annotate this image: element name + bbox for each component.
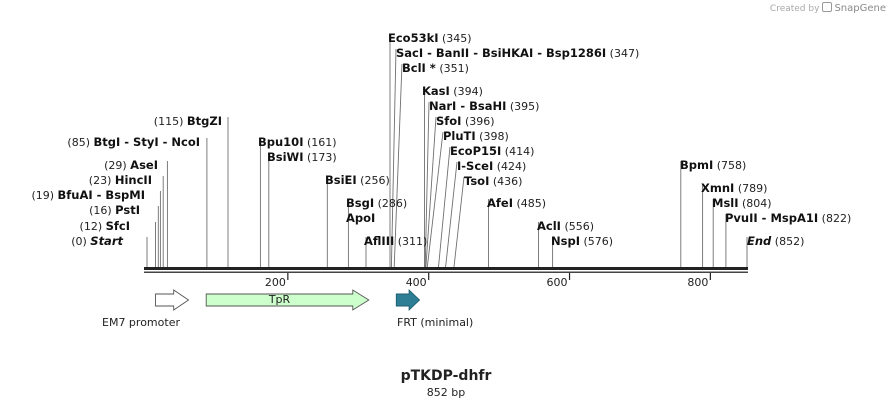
- site-label-nari-bsahi[interactable]: NarI - BsaHI (395): [429, 99, 539, 113]
- site-line-saci-banii-bsihkai-bsp1286i: [390, 48, 397, 268]
- site-labels: (0) Start(12) SfcI (16) PstI(19) BfuAI - …: [31, 31, 851, 248]
- site-label-bcli-star[interactable]: BclI * (351): [402, 61, 469, 75]
- site-label-start[interactable]: (0) Start: [71, 234, 123, 248]
- site-label-msli[interactable]: MslI (804): [712, 196, 772, 210]
- site-label-btgi-styi-ncoi[interactable]: (85) BtgI - StyI - NcoI: [67, 135, 200, 149]
- plasmid-title: pTKDP-dhfr: [400, 368, 492, 384]
- site-label-bsiwi[interactable]: BsiWI (173): [267, 150, 337, 164]
- site-label-hincii[interactable]: (23) HincII: [89, 173, 152, 187]
- site-label-btgzi[interactable]: (115) BtgZI: [154, 114, 222, 128]
- site-label-afliii[interactable]: AflIII (311): [364, 234, 427, 248]
- site-label-ecop15i[interactable]: EcoP15I (414): [450, 144, 534, 158]
- plasmid-length: 852 bp: [426, 386, 466, 399]
- credit-prefix: Created by: [769, 4, 820, 14]
- site-label-pvuii-mspa1i[interactable]: PvuII - MspA1I (822): [725, 211, 851, 225]
- site-line-i-scei: [445, 161, 458, 268]
- site-label-asei[interactable]: (29) AseI: [104, 158, 158, 172]
- site-label-apoi[interactable]: ApoI: [346, 211, 375, 225]
- site-line-sfoi: [425, 116, 437, 268]
- ruler: 200 400 600 800: [265, 273, 711, 289]
- feature-arrow-em7-promoter[interactable]: [155, 289, 190, 311]
- created-by-credit: Created by SnapGene: [770, 2, 886, 14]
- site-label-tsoi[interactable]: TsoI (436): [464, 174, 522, 188]
- ruler-label-400: 400: [406, 276, 427, 289]
- feature-label-frt-minimal: FRT (minimal): [397, 316, 473, 329]
- backbone-line-top: [144, 267, 748, 270]
- site-label-nspi[interactable]: NspI (576): [551, 234, 613, 248]
- ruler-label-200: 200: [265, 276, 286, 289]
- feature-label-tpr: TpR: [268, 293, 291, 306]
- site-line-pluti: [426, 131, 444, 268]
- site-label-bfuai-bspmi[interactable]: (19) BfuAI - BspMI: [31, 188, 145, 202]
- site-label-end[interactable]: End (852): [747, 234, 804, 248]
- site-line-ecop15i: [438, 146, 451, 268]
- site-label-bpmi[interactable]: BpmI (758): [680, 158, 746, 172]
- backbone-line-bottom: [144, 271, 748, 273]
- site-line-nari-bsahi: [424, 101, 430, 268]
- site-label-sfci[interactable]: (12) SfcI: [80, 219, 130, 233]
- site-label-psti[interactable]: (16) PstI: [89, 203, 140, 217]
- site-label-kasi[interactable]: KasI (394): [422, 84, 483, 98]
- site-label-i-scei[interactable]: I-SceI (424): [457, 159, 526, 173]
- site-label-saci-banii-bsihkai-bsp1286i[interactable]: SacI - BanII - BsiHKAI - Bsp1286I (347): [396, 46, 639, 60]
- feature-label-em7-promoter: EM7 promoter: [102, 316, 180, 329]
- sequence-backbone: [144, 267, 748, 273]
- site-line-tsoi: [453, 176, 465, 268]
- site-lines: [146, 34, 748, 268]
- ruler-label-800: 800: [687, 276, 708, 289]
- credit-brand: SnapGene: [834, 3, 886, 14]
- site-line-bcli-star: [393, 63, 403, 268]
- site-label-pluti[interactable]: PluTI (398): [443, 129, 509, 143]
- site-label-bpu10i[interactable]: Bpu10I (161): [258, 135, 337, 149]
- snapgene-logo-icon: [822, 2, 833, 12]
- site-label-bsiei[interactable]: BsiEI (256): [325, 173, 390, 187]
- site-label-bsgi[interactable]: BsgI (286): [346, 196, 407, 210]
- site-label-sfoi[interactable]: SfoI (396): [436, 114, 495, 128]
- feature-arrow-frt-minimal[interactable]: [395, 288, 421, 312]
- site-label-xmni[interactable]: XmnI (789): [701, 181, 767, 195]
- feature-track: EM7 promoter TpR FRT (minimal): [102, 288, 473, 329]
- site-label-acli[interactable]: AclI (556): [537, 219, 594, 233]
- site-label-afei[interactable]: AfeI (485): [487, 196, 546, 210]
- feature-arrow-tpr[interactable]: [205, 289, 370, 311]
- site-label-eco53ki[interactable]: Eco53kI (345): [388, 31, 472, 45]
- ruler-label-600: 600: [547, 276, 568, 289]
